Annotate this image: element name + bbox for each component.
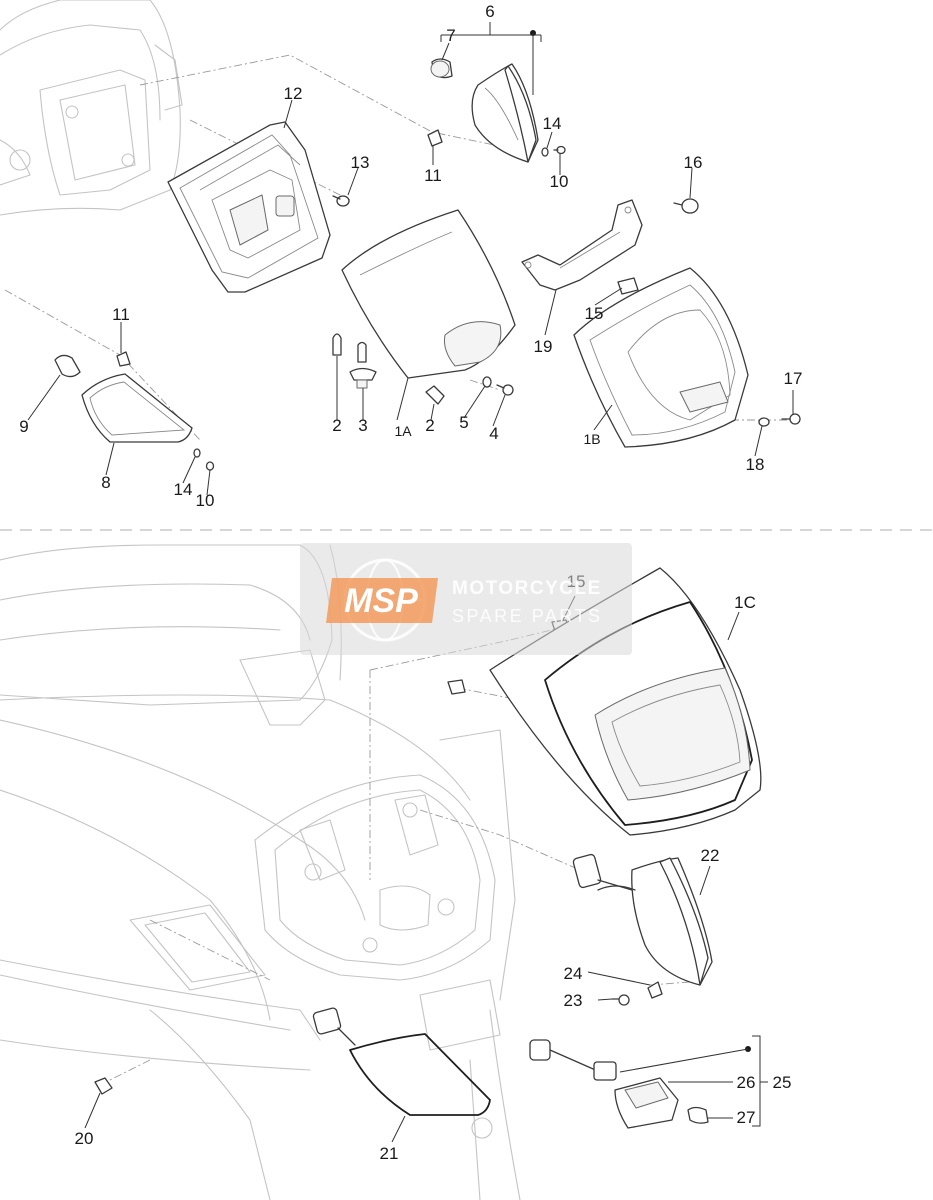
callout-15-top: 15 — [585, 304, 604, 323]
part-10-screw-top — [553, 145, 566, 155]
callout-1B: 1B — [583, 431, 600, 447]
callout-4: 4 — [489, 424, 498, 443]
leader-lines-top — [27, 22, 794, 496]
ghost-rear-body-bottom — [0, 544, 521, 1200]
watermark-line-1: MOTORCYCLE — [452, 578, 602, 599]
callout-17: 17 — [784, 369, 803, 388]
part-27-bulb — [687, 1106, 709, 1124]
part-18-washer — [758, 417, 770, 427]
part-15-clip-top — [617, 277, 639, 295]
part-2-bulb-b — [425, 385, 445, 405]
part-6-indicator-assembly — [471, 63, 539, 163]
watermark-line-2: SPARE PARTS — [452, 606, 603, 626]
callout-2-a: 2 — [332, 416, 341, 435]
msp-logo-text: MSP — [344, 582, 418, 620]
callout-26: 26 — [737, 1073, 756, 1092]
callout-24: 24 — [564, 964, 583, 983]
callout-19: 19 — [534, 337, 553, 356]
callout-14-top: 14 — [543, 114, 562, 133]
part-4-screw — [496, 384, 514, 396]
part-11-clip-top — [427, 129, 443, 147]
part-8-indicator — [81, 373, 193, 443]
part-26-license-lamp — [529, 1039, 679, 1129]
callout-16: 16 — [684, 153, 703, 172]
part-14-washer-left — [193, 448, 201, 458]
callout-12: 12 — [284, 84, 303, 103]
part-12-light-housing — [167, 121, 331, 293]
part-19-bracket — [521, 199, 643, 291]
callout-18: 18 — [746, 455, 765, 474]
callout-21: 21 — [380, 1144, 399, 1163]
part-24-nut — [647, 981, 663, 999]
callout-10-left: 10 — [196, 491, 215, 510]
part-1A-cover — [341, 209, 516, 379]
part-23-screw — [611, 994, 630, 1006]
callout-22: 22 — [701, 846, 720, 865]
part-16-screw — [673, 198, 699, 214]
callout-1C: 1C — [734, 593, 756, 612]
part-17-screw — [781, 413, 801, 425]
callout-27: 27 — [737, 1108, 756, 1127]
part-21-reflector — [312, 1007, 491, 1116]
part-22-rear-lamp — [572, 853, 713, 986]
part-5-washer — [482, 376, 492, 388]
callout-1A: 1A — [394, 423, 412, 439]
callout-8: 8 — [101, 473, 110, 492]
callout-5: 5 — [459, 413, 468, 432]
part-13-screw — [332, 195, 350, 207]
callout-10-top: 10 — [550, 172, 569, 191]
callout-9: 9 — [19, 417, 28, 436]
msp-logo-badge — [326, 578, 438, 623]
part-14-washer-top — [541, 147, 549, 157]
part-10-screw-left — [205, 461, 215, 471]
part-9-bulb — [54, 354, 81, 378]
callout-20: 20 — [75, 1129, 94, 1148]
callout-13: 13 — [351, 153, 370, 172]
callout-3: 3 — [358, 416, 367, 435]
callout-7: 7 — [446, 26, 455, 45]
part-2-bulb-a — [332, 333, 342, 356]
callout-6: 6 — [485, 2, 494, 21]
callout-25: 25 — [773, 1073, 792, 1092]
part-11-clip-left — [116, 351, 131, 367]
callouts-bottom: 15 1C 22 24 23 25 26 27 20 21 — [75, 572, 792, 1163]
ghost-rear-body-top — [0, 0, 183, 216]
msp-watermark: MSP MOTORCYCLE SPARE PARTS — [300, 543, 632, 655]
part-7-bulb — [430, 58, 453, 79]
callout-23: 23 — [564, 991, 583, 1010]
callout-11-top: 11 — [424, 166, 442, 185]
part-1B-cover — [573, 267, 749, 448]
callout-14-left: 14 — [174, 480, 193, 499]
callout-2-b: 2 — [425, 416, 434, 435]
part-20-nut — [94, 1077, 113, 1095]
callouts-top: 6 7 12 13 11 14 10 16 11 9 8 14 10 2 3 1… — [19, 2, 802, 510]
part-3-socket — [349, 341, 377, 389]
callout-11-left: 11 — [112, 305, 130, 324]
